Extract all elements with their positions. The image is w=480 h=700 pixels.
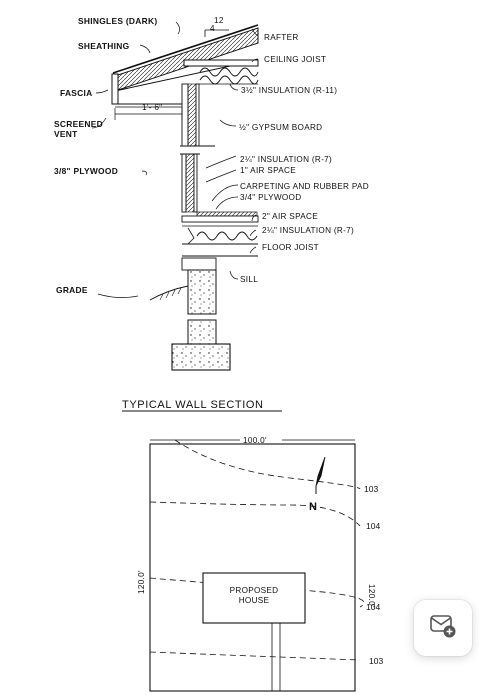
foundation	[149, 257, 231, 371]
label-floor-joist: FLOOR JOIST	[262, 243, 319, 252]
label-sill: SILL	[240, 275, 258, 284]
roof-assembly	[111, 24, 259, 108]
proposed-house	[202, 572, 306, 624]
contour-label-103-top: 103	[364, 484, 378, 494]
label-screened: SCREENED	[54, 119, 103, 129]
north-label: N	[309, 501, 318, 513]
label-ceiling-joist: CEILING JOIST	[264, 55, 326, 64]
leader-lines	[91, 21, 259, 298]
width-dimension: 100.0'	[243, 436, 267, 445]
lower-wall	[180, 153, 200, 213]
label-plywood-34: 3/4" PLYWOOD	[240, 193, 301, 202]
wall-section-labels: SHINGLES (DARK) SHEATHING FASCIA SCREENE…	[54, 16, 369, 295]
wall-section-title: TYPICAL WALL SECTION	[122, 399, 264, 411]
property-boundary	[149, 443, 356, 692]
label-sheathing: SHEATHING	[78, 41, 129, 51]
house-label-line2: HOUSE	[239, 596, 270, 605]
label-shingles: SHINGLES (DARK)	[78, 16, 157, 26]
wall-section-drawing: SHINGLES (DARK) SHEATHING FASCIA SCREENE…	[54, 16, 369, 412]
site-plan-drawing: 100.0' 120.0' 120.0' 103 104 104 103 N P…	[137, 436, 383, 692]
north-arrow: N	[309, 456, 326, 513]
floor-assembly	[181, 211, 259, 257]
add-image-button[interactable]	[414, 600, 472, 656]
label-rafter: RAFTER	[264, 33, 299, 42]
label-air-space-1: 1" AIR SPACE	[240, 166, 296, 175]
label-fascia: FASCIA	[60, 88, 93, 98]
label-grade: GRADE	[56, 285, 88, 295]
contour-line-103-top	[174, 439, 361, 490]
label-vent: VENT	[54, 129, 78, 139]
label-carpeting: CARPETING AND RUBBER PAD	[240, 182, 369, 191]
house-label-line1: PROPOSED	[230, 586, 279, 595]
label-air-space-2: 2" AIR SPACE	[262, 212, 318, 221]
pitch-rise: 4	[210, 24, 215, 33]
contour-label-104-bottom: 104	[366, 602, 380, 612]
depth-dimension-right: 120.0'	[367, 584, 376, 608]
overhang-dimension: 1'- 6"	[142, 103, 162, 112]
contour-label-103-bottom: 103	[369, 656, 383, 666]
contour-line-104-top	[149, 501, 361, 527]
label-insulation-r7-floor: 2¼" INSULATION (R-7)	[262, 226, 354, 235]
label-insulation-r11: 3½" INSULATION (R-11)	[241, 86, 337, 95]
pitch-run: 12	[214, 16, 224, 25]
depth-dimension-left: 120.0'	[137, 570, 146, 594]
contour-line-103-bottom	[149, 651, 361, 661]
label-gypsum: ½" GYPSUM BOARD	[239, 123, 322, 132]
contour-label-104-top: 104	[366, 521, 380, 531]
label-insulation-r7-wall: 2¼" INSULATION (R-7)	[240, 155, 332, 164]
add-image-icon	[429, 613, 457, 644]
upper-wall	[180, 83, 215, 147]
label-plywood-38: 3/8" PLYWOOD	[54, 166, 118, 176]
